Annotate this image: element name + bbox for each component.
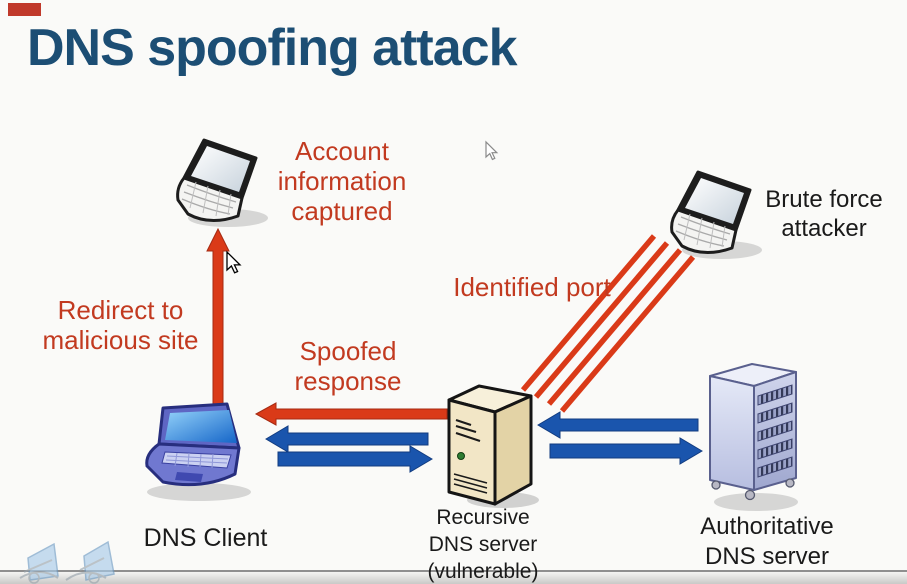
- annotation-account-captured: Account information captured: [242, 136, 442, 226]
- red-corner-mark: [8, 3, 41, 16]
- ghost-cursor-icon: [485, 140, 499, 161]
- annotation-line: response: [294, 366, 402, 396]
- watermark-logo: [19, 540, 115, 584]
- page-title-text: DNS spoofing attack: [27, 19, 517, 77]
- annotation-line: captured: [291, 196, 393, 226]
- annotation-redirect-malicious: Redirect to malicious site: [18, 295, 223, 355]
- label-line: Recursive: [436, 506, 530, 529]
- label-brute-force-attacker: Brute force attacker: [748, 185, 900, 243]
- label-recursive-dns-server: Recursive DNS server (vulnerable): [405, 504, 561, 584]
- auth-query-arrow: [549, 437, 703, 465]
- annotation-identified-port: Identified port: [438, 272, 626, 302]
- client-laptop-icon: [145, 402, 251, 501]
- annotation-line: information: [277, 166, 407, 196]
- label-line: DNS server: [428, 533, 538, 556]
- page-title: DNS spoofing attack: [27, 18, 647, 78]
- label-line: DNS server: [704, 543, 830, 570]
- annotation-line: malicious site: [42, 325, 199, 355]
- rack-server-icon: [709, 363, 798, 511]
- annotation-line: Spoofed: [299, 336, 397, 366]
- annotation-line: Identified port: [453, 272, 611, 302]
- label-line: DNS Client: [143, 524, 268, 552]
- spoofed-response-arrow: [254, 402, 448, 426]
- client-query-arrow: [277, 445, 433, 473]
- auth-response-arrow: [537, 411, 699, 439]
- annotation-line: Account: [295, 136, 389, 166]
- tower-server-icon: [447, 384, 539, 508]
- annotation-spoofed-response: Spoofed response: [268, 336, 428, 396]
- label-line: attacker: [781, 215, 867, 242]
- annotation-line: Redirect to: [57, 295, 184, 325]
- label-dns-client: DNS Client: [138, 524, 273, 553]
- identified-port-lines: [520, 234, 696, 413]
- label-line: Authoritative: [700, 513, 834, 540]
- pointer-cursor-icon: [226, 250, 242, 274]
- label-line: Brute force: [765, 186, 883, 213]
- label-authoritative-dns-server: Authoritative DNS server: [678, 512, 856, 572]
- client-response-arrow: [265, 425, 429, 453]
- bottom-bar[interactable]: [0, 570, 907, 584]
- label-line: (vulnerable): [427, 560, 539, 583]
